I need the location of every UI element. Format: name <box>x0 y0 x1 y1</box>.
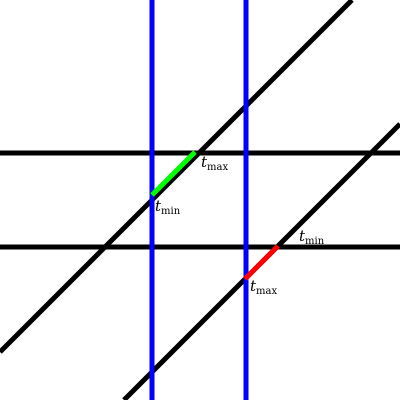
non-intersecting-segment <box>243 244 280 281</box>
lower-tmin-label: tmin <box>299 227 325 247</box>
upper-tmin-label: tmin <box>155 197 181 217</box>
lower-tmax-label: tmax <box>250 277 277 297</box>
upper-tmax-label: tmax <box>201 153 228 173</box>
intersecting-segment <box>150 150 197 197</box>
upper-ray <box>0 0 354 354</box>
